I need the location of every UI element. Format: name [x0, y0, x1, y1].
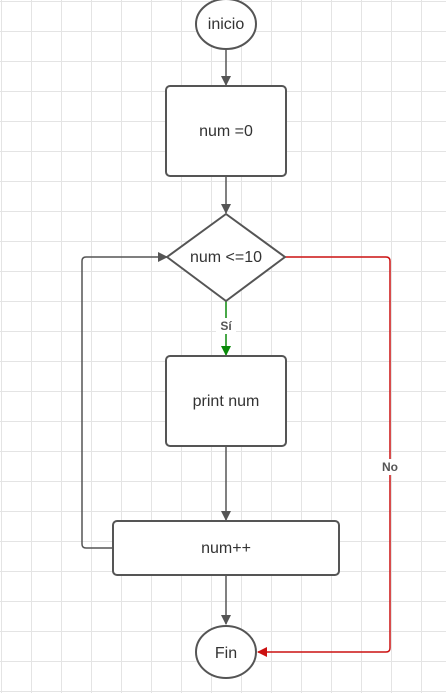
yes-edge-label: Sí: [220, 319, 232, 333]
edge-loop-back: [81, 252, 168, 549]
print-node[interactable]: [165, 355, 287, 447]
end-node[interactable]: [195, 625, 257, 679]
end-node-label: Fin: [215, 645, 237, 662]
init-node-label: num =0: [199, 123, 253, 140]
condition-node-label: num <=10: [190, 249, 262, 266]
edge-no-to-end: [257, 256, 391, 657]
yes-label-bg: [216, 318, 236, 334]
no-label-bg: [378, 459, 402, 475]
print-node-label: print num: [193, 393, 260, 410]
condition-node[interactable]: [166, 213, 286, 302]
increment-node-label: num++: [201, 540, 251, 557]
no-edge-label: No: [382, 460, 398, 474]
start-node-label: inicio: [208, 16, 245, 33]
increment-node[interactable]: [112, 520, 340, 576]
init-node[interactable]: [165, 85, 287, 177]
start-node[interactable]: [195, 0, 257, 50]
